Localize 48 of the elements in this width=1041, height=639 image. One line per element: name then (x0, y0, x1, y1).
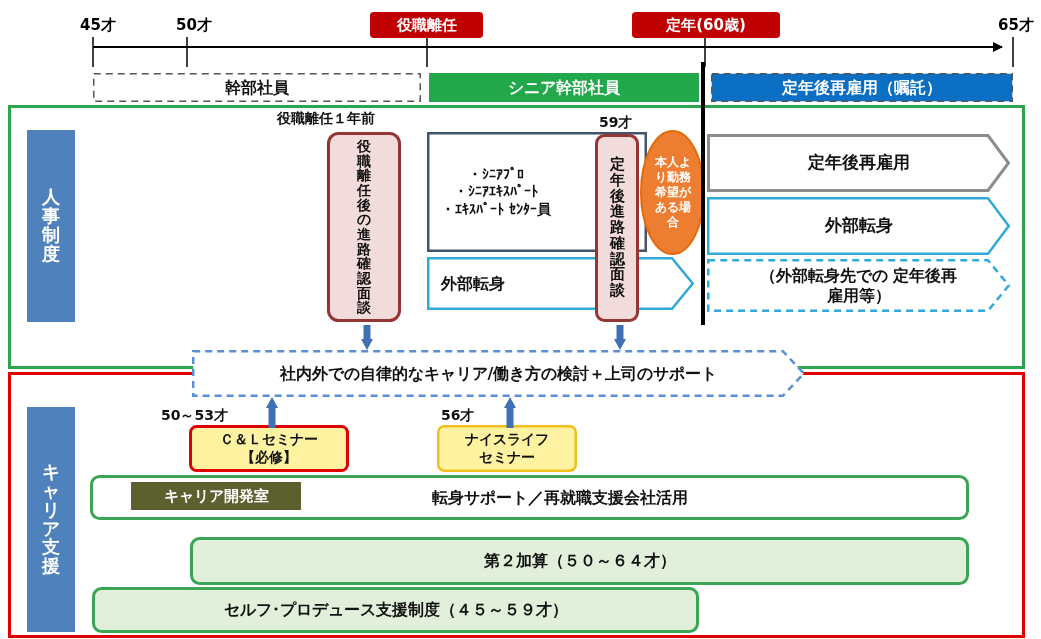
box-text: 転身サポート／再就職支援会社活用 (431, 487, 688, 508)
arrow (266, 397, 278, 428)
box-text: 幹部社員 (225, 77, 289, 98)
list-item: ・ｼﾆｱｴｷｽﾊﾟｰﾄ (452, 183, 539, 201)
box-text: セルフ･プロデュース支援制度（４５～５９才） (223, 600, 568, 620)
support-bar (190, 537, 969, 585)
box-text: 定年(60歳) (666, 15, 746, 35)
department-tag (131, 482, 301, 510)
box-text: 外部転身 (439, 273, 505, 294)
box-text: シニア幹部社員 (508, 77, 620, 98)
box-text: Ｃ＆Ｌセミナー【必修】 (219, 431, 319, 466)
age-label: 65才 (998, 16, 1034, 35)
box-text: 人事制度 (41, 188, 61, 264)
arrow-shape-box (707, 259, 1010, 312)
box-text: 定年後再雇用 (807, 152, 910, 174)
box-text: 外部転身 (824, 215, 893, 237)
list-item: ・ｼﾆｱﾌﾟﾛ (466, 165, 525, 184)
stage-band (93, 73, 421, 102)
box-text: 社内外での自律的なキャリア/働き方の検討＋上司のサポート (279, 363, 718, 384)
support-bar (90, 475, 969, 520)
box-text: （外部転身先での 定年後再雇用等） (758, 265, 959, 306)
box-text: ナイスライフセミナー (464, 431, 550, 466)
box-text: 本人より勤務希望がある場合 (653, 155, 693, 230)
box-text: キャリア支援 (41, 462, 61, 577)
arrow-shape-box (707, 197, 1010, 255)
age-label: 45才 (80, 16, 116, 35)
arrow-shape-box (707, 134, 1010, 192)
caption-text: 役職離任１年前 (277, 110, 375, 128)
box-text: 定年後進路確認面談 (608, 157, 626, 299)
arrow (504, 397, 516, 428)
milestone-tag (632, 12, 780, 38)
box-text: 第２加算（５０～６４才） (483, 551, 676, 571)
milestone-tag (370, 12, 483, 38)
arrow-shape-box (192, 350, 805, 397)
age-label: 50才 (176, 16, 212, 35)
box-text: 定年後再雇用（嘱託） (782, 77, 942, 98)
caption-text: 59才 (599, 114, 633, 132)
box-text: 役職離任後の進路確認面談 (356, 138, 372, 316)
list-item: ・ｴｷｽﾊﾟｰﾄ ｾﾝﾀｰ員 (441, 200, 551, 219)
stage-band (429, 73, 699, 102)
support-bar (92, 587, 699, 633)
caption-text: 50～53才 (161, 407, 228, 425)
caption-text: 56才 (441, 407, 475, 425)
box-text: 役職離任 (396, 15, 457, 35)
section-label-bar (27, 407, 75, 632)
stage-band (711, 73, 1013, 102)
box-text: キャリア開発室 (163, 486, 269, 506)
section-label-bar (27, 130, 75, 322)
